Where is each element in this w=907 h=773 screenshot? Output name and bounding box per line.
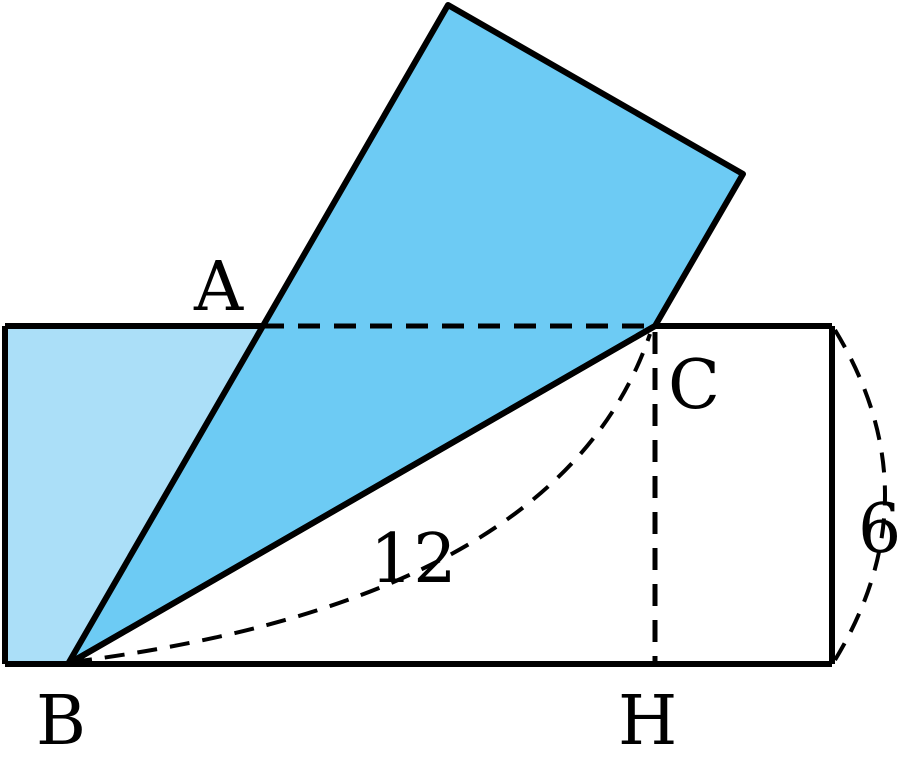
segment-bc — [65, 323, 658, 667]
length-arc-bc — [71, 333, 652, 664]
label-h: H — [618, 682, 677, 761]
label-c: C — [668, 346, 720, 425]
tape-light-region — [5, 326, 262, 664]
label-height-6: 6 — [858, 490, 901, 569]
height-arc — [833, 328, 887, 662]
label-length-12: 12 — [370, 520, 457, 599]
label-b: B — [36, 682, 86, 761]
label-a: A — [193, 248, 244, 327]
